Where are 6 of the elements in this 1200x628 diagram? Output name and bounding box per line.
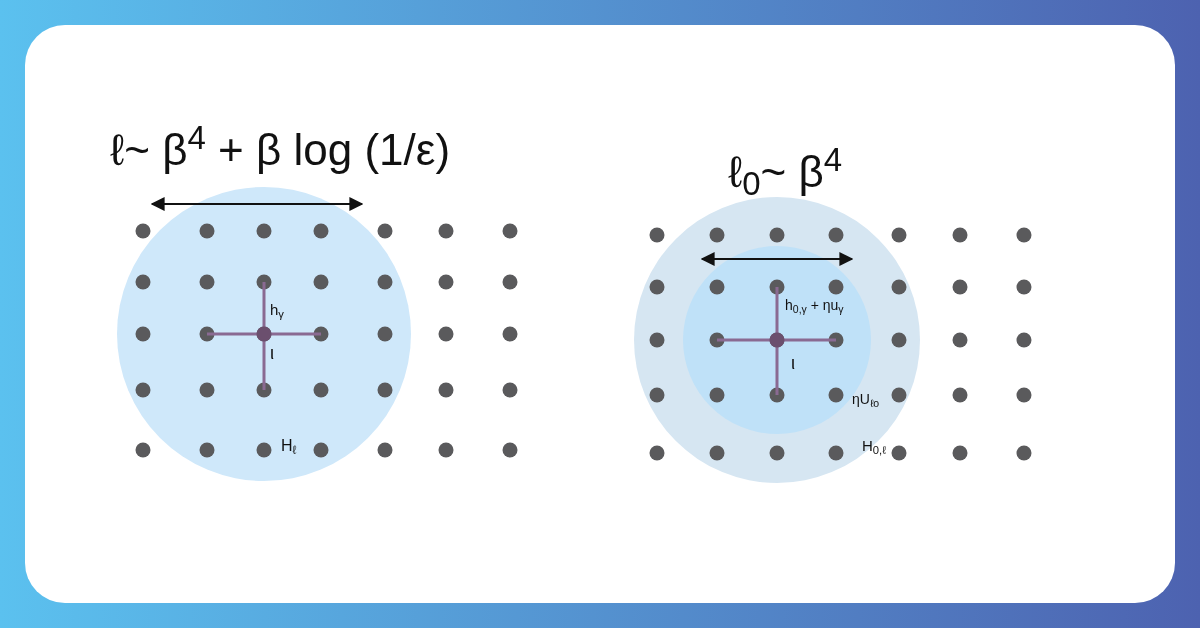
formula-heading: ℓ$_{0}$~ β$^{4}$ xyxy=(728,150,843,194)
formula-heading: ℓ~ β$^{4}$ + β log (1/ε) xyxy=(110,128,451,172)
math-label: ι xyxy=(791,354,795,372)
math-label: ηU$_{ℓo}$ xyxy=(852,392,880,406)
math-label: ι xyxy=(270,344,274,362)
math-label: H$_{ℓ}$ xyxy=(281,438,297,454)
